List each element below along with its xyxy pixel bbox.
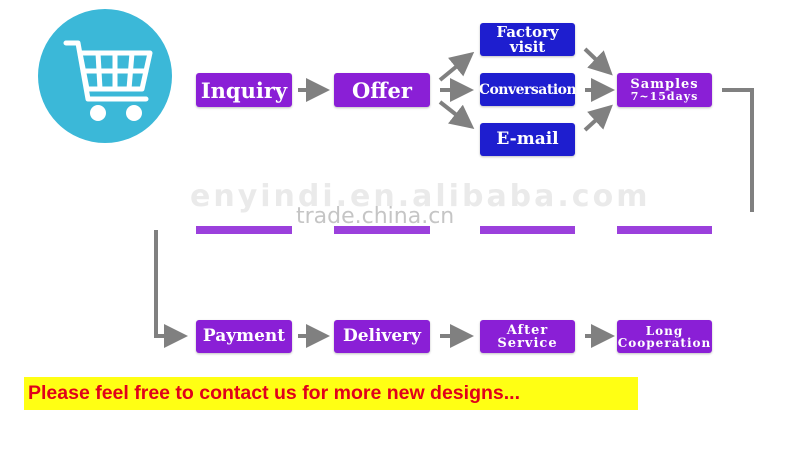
- hidden-box-3: [480, 226, 575, 234]
- arrow-offer-factory: [438, 51, 475, 82]
- contact-banner: Please feel free to contact us for more …: [24, 377, 638, 410]
- option-conversation: Conversation: [478, 73, 577, 106]
- step-inquiry: Inquiry: [196, 73, 292, 107]
- connector-samples-down: [722, 88, 754, 212]
- option-factory-visit-label: Factory visit: [496, 22, 559, 56]
- step-delivery-label: Delivery: [342, 326, 421, 346]
- watermark-ghost-text: enyindi.en.alibaba.com: [190, 179, 651, 214]
- watermark-band: [170, 183, 730, 215]
- step-after-service-line2: Service: [497, 335, 558, 351]
- hidden-box-1: [196, 226, 292, 234]
- option-email: E-mail: [480, 123, 575, 156]
- step-long-cooperation: Long Cooperation: [617, 320, 712, 353]
- shopping-cart-icon: [63, 40, 153, 121]
- step-payment-label: Payment: [202, 326, 286, 346]
- option-email-label: E-mail: [496, 129, 559, 149]
- step-after-service: After Service: [480, 320, 575, 353]
- hidden-box-2: [334, 226, 430, 234]
- step-offer: Offer: [334, 73, 430, 107]
- step-samples-line1: Samples: [630, 77, 699, 92]
- step-samples: Samples 7~15days: [617, 73, 712, 107]
- step-after-service-line1: After: [506, 322, 549, 338]
- arrow-offer-email: [438, 100, 475, 129]
- hidden-box-4: [617, 226, 712, 234]
- watermark-site-text: trade.china.cn: [296, 204, 455, 229]
- step-long-cooperation-line1: Long: [645, 323, 684, 338]
- option-conversation-label: Conversation: [478, 81, 577, 98]
- step-inquiry-label: Inquiry: [200, 77, 288, 103]
- step-long-cooperation-line2: Cooperation: [617, 335, 712, 350]
- cart-badge: [38, 9, 172, 143]
- connector-left-down: [154, 230, 188, 348]
- step-offer-label: Offer: [352, 77, 412, 103]
- step-payment: Payment: [196, 320, 292, 353]
- option-factory-visit: Factory visit: [480, 23, 575, 56]
- arrow-email-samples: [583, 104, 613, 132]
- step-samples-line2: 7~15days: [630, 90, 699, 103]
- step-delivery: Delivery: [334, 320, 430, 353]
- arrow-factory-samples: [583, 47, 613, 76]
